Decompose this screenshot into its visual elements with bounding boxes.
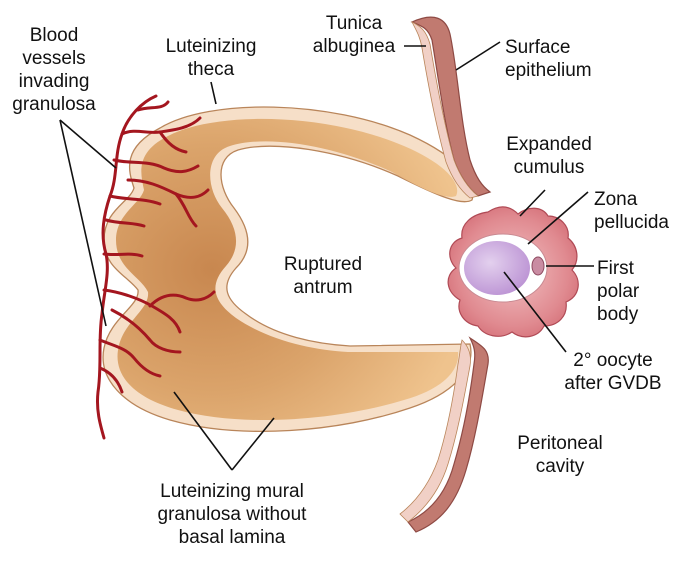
label-luteinizing-theca: Luteinizing theca bbox=[165, 36, 257, 80]
label-tunica-albuginea: Tunica albuginea bbox=[312, 13, 396, 57]
surface-epithelium-lower bbox=[399, 339, 471, 523]
tunica-albuginea-lower bbox=[407, 336, 489, 533]
label-blood-vessels: Blood vessels invading granulosa bbox=[12, 25, 96, 115]
leader-lines bbox=[59, 41, 594, 471]
surface-epithelium-upper bbox=[411, 21, 479, 199]
label-first-polar-body: First polar body bbox=[597, 258, 640, 325]
label-mural-granulosa: Luteinizing mural granulosa without basa… bbox=[157, 481, 307, 548]
blood-vessels bbox=[96, 94, 216, 440]
label-oocyte: 2° oocyte after GVDB bbox=[564, 350, 662, 394]
oocyte bbox=[464, 241, 530, 295]
label-expanded-cumulus: Expanded cumulus bbox=[506, 134, 592, 178]
label-surface-epithelium: Surface epithelium bbox=[505, 37, 592, 81]
first-polar-body bbox=[531, 256, 545, 276]
label-ruptured-antrum: Ruptured antrum bbox=[283, 254, 363, 298]
label-zona-pellucida: Zona pellucida bbox=[594, 189, 669, 233]
label-peritoneal-cavity: Peritoneal cavity bbox=[517, 433, 603, 477]
tunica-albuginea-upper bbox=[410, 16, 492, 197]
